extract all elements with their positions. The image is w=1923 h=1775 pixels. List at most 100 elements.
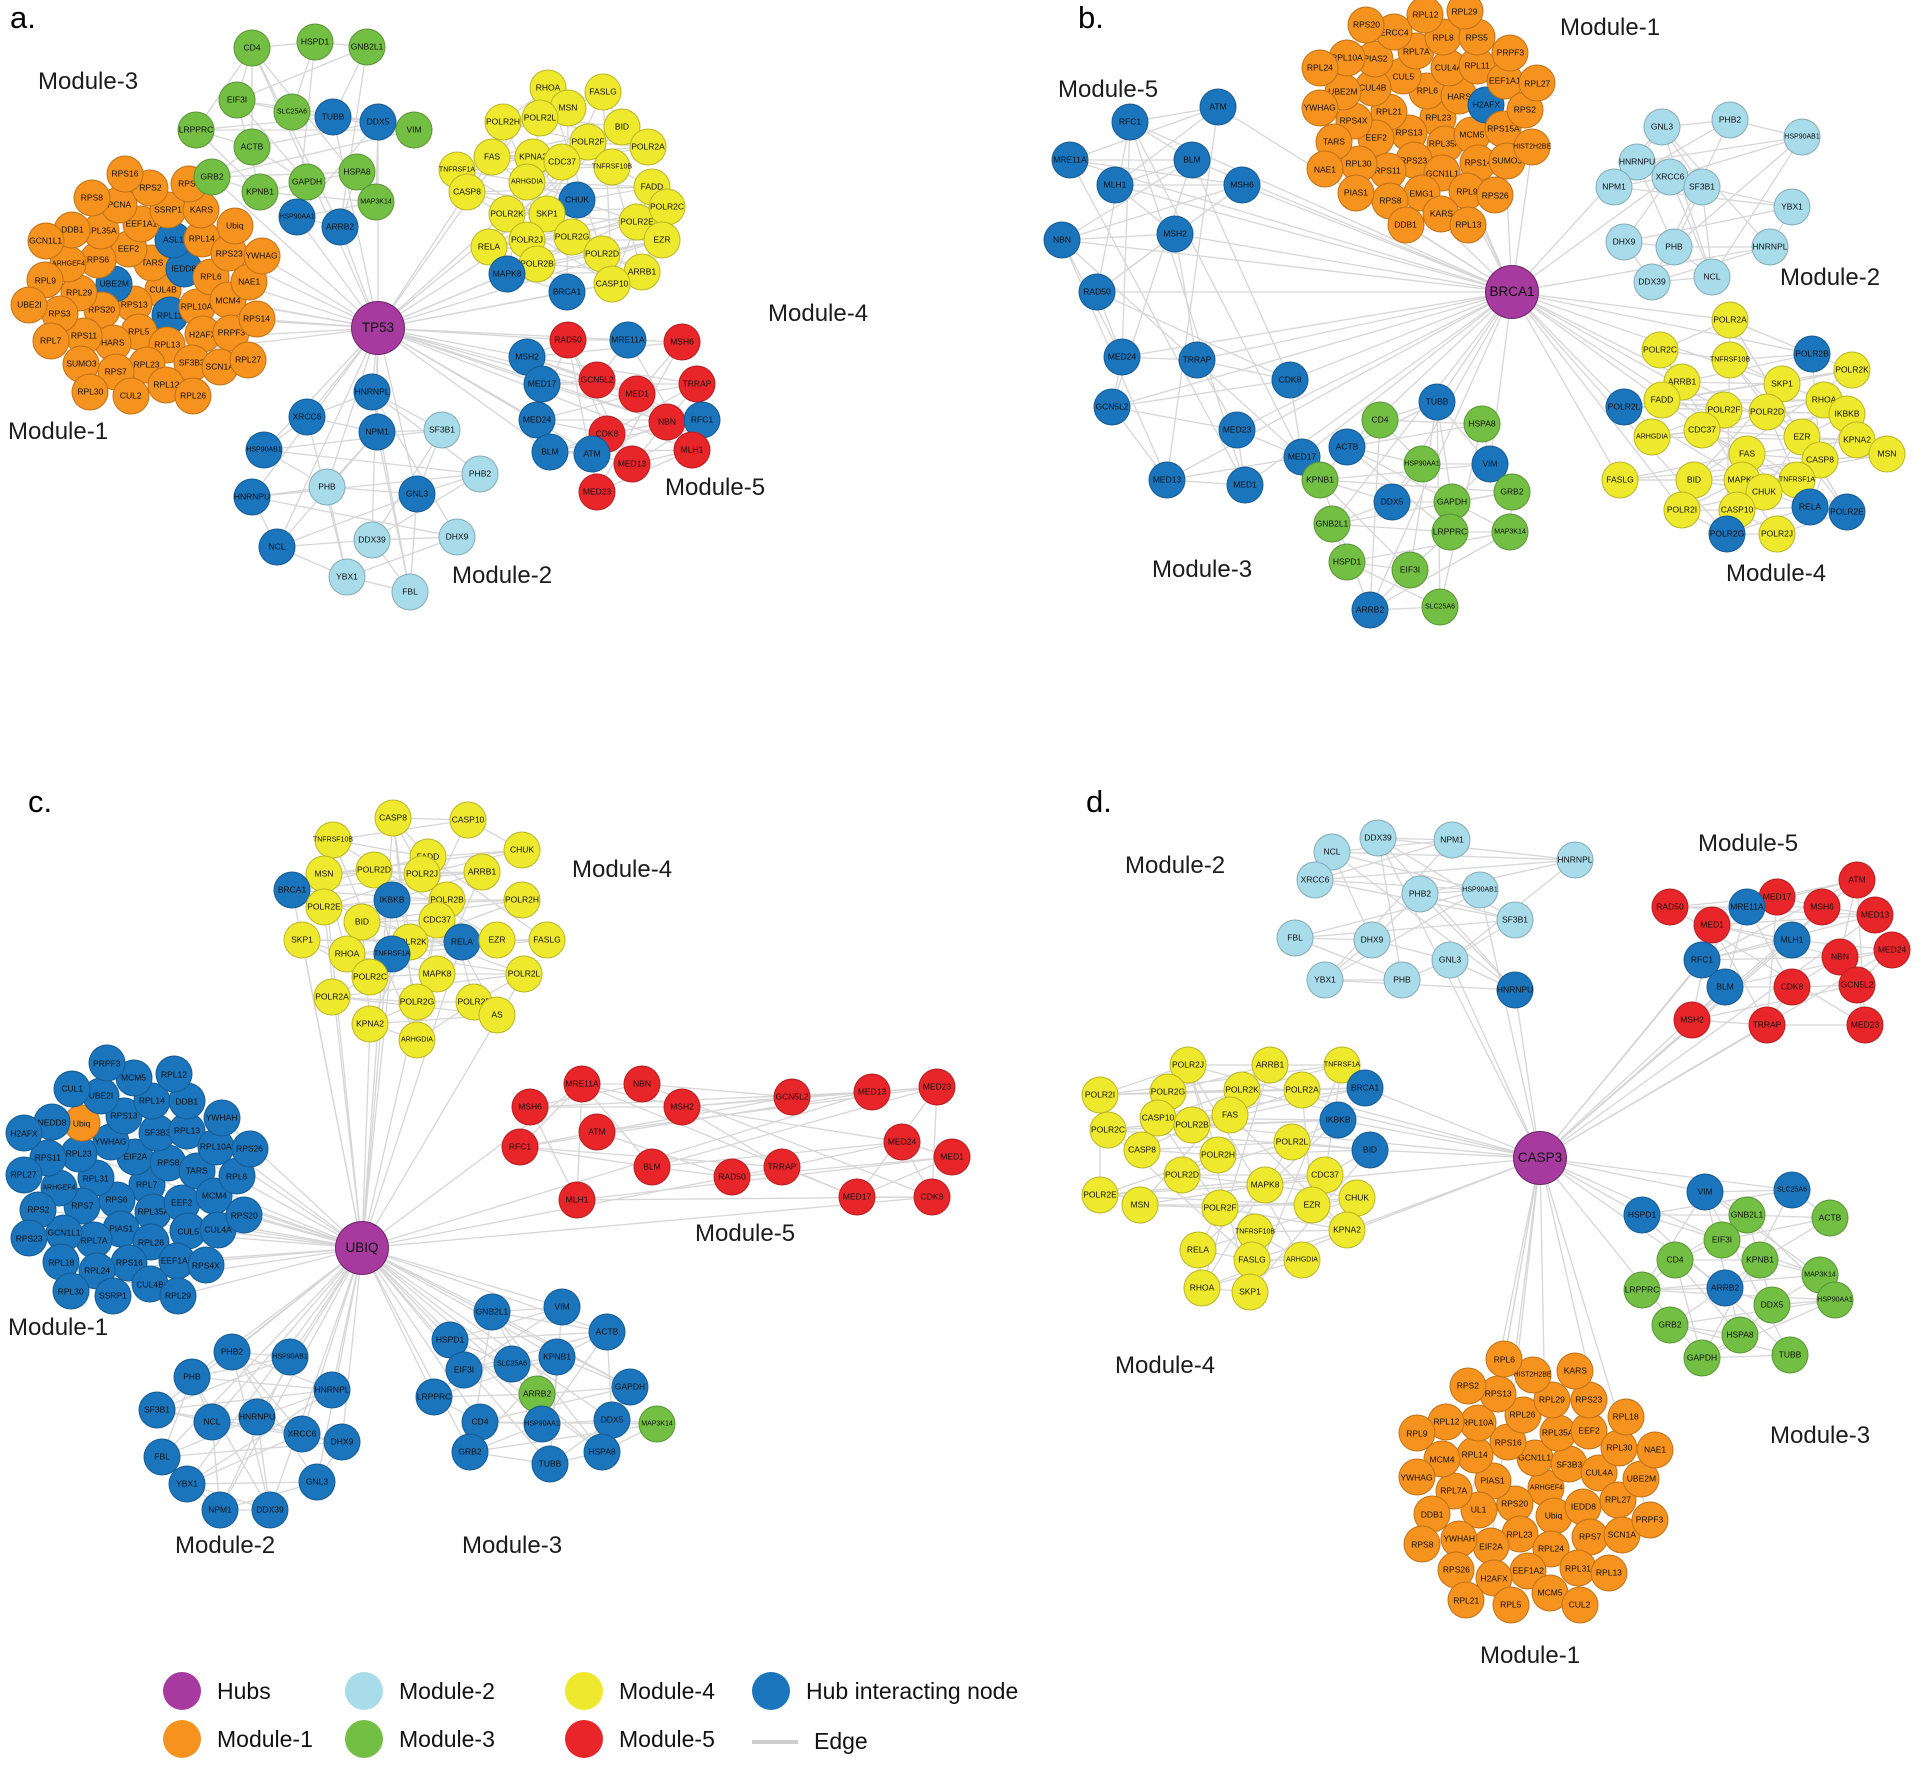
node-bid[interactable]: BID [343,903,381,941]
node-kpna2[interactable]: KPNA2 [1328,1211,1366,1249]
node-cdc37[interactable]: CDC37 [1306,1156,1344,1194]
node-hsp90aa1[interactable]: HSP90AA1 [1816,1281,1854,1319]
node-casp10[interactable]: CASP10 [593,265,631,303]
node-grb2[interactable]: GRB2 [451,1433,489,1471]
node-tubb[interactable]: TUBB [531,1445,569,1483]
node-phb[interactable]: PHB [1383,961,1421,999]
node-rpl27[interactable]: RPL27 [1518,64,1556,102]
node-slc25a6[interactable]: SLC25A6 [273,93,311,131]
node-rad50[interactable]: RAD50 [1651,888,1689,926]
node-polr2l[interactable]: POLR2L [1273,1123,1311,1161]
node-arhgef4[interactable]: ARHGEF4 [40,1169,78,1207]
hub-node-tp53[interactable]: TP53 [351,301,405,355]
node-kpnb1[interactable]: KPNB1 [241,173,279,211]
node-casp8[interactable]: CASP8 [1123,1131,1161,1169]
node-rps7[interactable]: RPS7 [1571,1518,1609,1556]
node-rpl18[interactable]: RPL18 [1607,1398,1645,1436]
node-phb[interactable]: PHB [1655,228,1693,266]
node-slc25a6[interactable]: SLC25A6 [1773,1171,1811,1209]
node-ezr[interactable]: EZR [1293,1186,1331,1224]
node-polr2a[interactable]: POLR2A [629,128,667,166]
node-casp8[interactable]: CASP8 [374,799,412,837]
hub-node-ubiq[interactable]: UBIQ [335,1221,389,1275]
node-fas[interactable]: FAS [473,138,511,176]
node-polr2c[interactable]: POLR2C [1089,1111,1127,1149]
node-polr2j[interactable]: POLR2J [1758,515,1796,553]
node-med17[interactable]: MED17 [523,365,561,403]
node-hspa8[interactable]: HSPA8 [583,1433,621,1471]
node-polr2d[interactable]: POLR2D [1163,1156,1201,1194]
node-tubb[interactable]: TUBB [1418,383,1456,421]
node-lrpprc[interactable]: LRPPRC [1623,1271,1661,1309]
node-slc25a6[interactable]: SLC25A6 [1421,588,1459,626]
node-polr2l[interactable]: POLR2L [1605,388,1643,426]
node-med1[interactable]: MED1 [1226,466,1264,504]
node-msn[interactable]: MSN [1121,1186,1159,1224]
node-med24[interactable]: MED24 [1103,338,1141,376]
node-ddx39[interactable]: DDX39 [1359,819,1397,857]
node-med23[interactable]: MED23 [1846,1006,1884,1044]
node-blm[interactable]: BLM [1173,141,1211,179]
node-polr2j[interactable]: POLR2J [1169,1046,1207,1084]
node-polr2h[interactable]: POLR2H [503,881,541,919]
node-mre11a[interactable]: MRE11A [563,1065,601,1103]
node-npm1[interactable]: NPM1 [358,413,396,451]
node-phb2[interactable]: PHB2 [1711,101,1749,139]
node-gnb2l1[interactable]: GNB2L1 [348,28,386,66]
node-faslg[interactable]: FASLG [1233,1241,1271,1279]
node-msh6[interactable]: MSH6 [1803,888,1841,926]
node-gcn5l2[interactable]: GCN5L2 [1838,966,1876,1004]
node-msh2[interactable]: MSH2 [1156,215,1194,253]
node-eif2a[interactable]: EIF2A [1472,1527,1510,1565]
node-prpf3[interactable]: PRPF3 [1631,1501,1668,1539]
node-med23[interactable]: MED23 [578,473,616,511]
node-rpl5[interactable]: RPL5 [1492,1586,1530,1624]
node-rpl13[interactable]: RPL13 [1590,1554,1628,1592]
node-polr2g[interactable]: POLR2G [1708,515,1746,553]
node-rpl7[interactable]: RPL7 [32,322,70,360]
node-lrpprc[interactable]: LRPPRC [177,111,215,149]
node-polr2h[interactable]: POLR2H [1199,1136,1237,1174]
node-rpl9[interactable]: RPL9 [1398,1414,1436,1452]
node-blm[interactable]: BLM [531,433,569,471]
node-ssrp1[interactable]: SSRP1 [94,1277,132,1315]
node-ikbkb[interactable]: IKBKB [1319,1101,1357,1139]
node-trrap[interactable]: TRRAP [678,365,716,403]
node-med13[interactable]: MED13 [613,445,651,483]
node-cd4[interactable]: CD4 [1361,401,1399,439]
node-skp1[interactable]: SKP1 [283,921,321,959]
node-slc25a6[interactable]: SLC25A6 [493,1345,531,1383]
node-sf3b1[interactable]: SF3B1 [423,411,461,449]
node-cdc37[interactable]: CDC37 [1683,411,1721,449]
node-map3k14[interactable]: MAP3K14 [638,1405,676,1443]
node-cd4[interactable]: CD4 [233,29,271,67]
node-npm1[interactable]: NPM1 [1595,168,1633,206]
node-rps4x[interactable]: RPS4X [187,1246,225,1284]
node-xrcc6[interactable]: XRCC6 [288,398,326,436]
node-rps8[interactable]: RPS8 [1403,1525,1441,1563]
node-casp10[interactable]: CASP10 [449,801,487,839]
node-mapk8[interactable]: MAPK8 [488,255,526,293]
node-eif3i[interactable]: EIF3I [218,81,256,119]
node-ddx5[interactable]: DDX5 [593,1401,631,1439]
node-hsp90aa1[interactable]: HSP90AA1 [278,198,316,236]
node-sf3b1[interactable]: SF3B1 [1683,168,1721,206]
node-trrap[interactable]: TRRAP [1178,341,1216,379]
node-hspa8[interactable]: HSPA8 [1721,1316,1759,1354]
node-mre11a[interactable]: MRE11A [609,321,647,359]
node-trrap[interactable]: TRRAP [1748,1006,1786,1044]
node-msh6[interactable]: MSH6 [1223,166,1261,204]
node-rps14[interactable]: RPS14 [238,300,275,338]
node-trrap[interactable]: TRRAP [763,1148,801,1186]
node-gapdh[interactable]: GAPDH [1683,1339,1721,1377]
node-chuk[interactable]: CHUK [1338,1179,1376,1217]
node-kpnb1[interactable]: KPNB1 [1301,461,1339,499]
node-rfc1[interactable]: RFC1 [501,1128,539,1166]
node-fadd[interactable]: FADD [1643,381,1681,419]
node-polr2a[interactable]: POLR2A [1711,301,1749,339]
node-actb[interactable]: ACTB [233,128,271,166]
node-npm1[interactable]: NPM1 [1433,821,1471,859]
node-nae1[interactable]: NAE1 [1636,1431,1674,1469]
node-ybx1[interactable]: YBX1 [328,558,366,596]
node-as[interactable]: AS [478,996,516,1034]
